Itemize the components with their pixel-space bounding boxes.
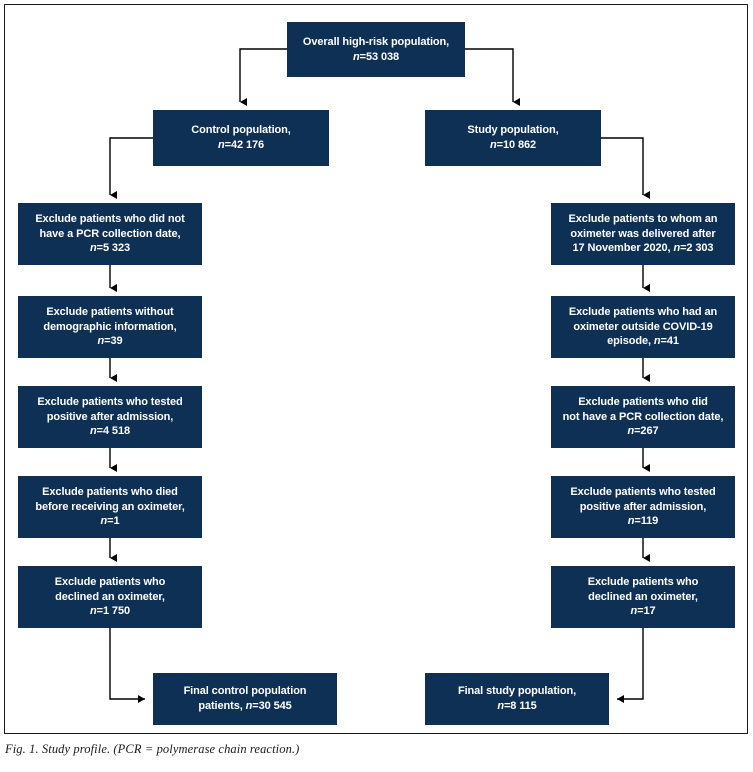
edge-study-to-excl1 [601, 137, 650, 199]
node-study-population: Study population,n=10 862 [425, 110, 601, 166]
node-label: Study population,n=10 862 [467, 124, 559, 151]
node-overall-high-risk-population: Overall high-risk population,n=53 038 [287, 22, 465, 77]
edge-control-excl5-final [109, 628, 145, 703]
figure-caption: Fig. 1. Study profile. (PCR = polymerase… [5, 742, 300, 756]
node-label: Control population,n=42 176 [191, 124, 291, 151]
node-label: Overall high-risk population,n=53 038 [302, 35, 450, 63]
node-label: Final study population,n=8 115 [457, 685, 577, 712]
node-control-population: Control population,n=42 176 [153, 110, 329, 166]
edge-control-to-excl1 [109, 137, 153, 199]
edge-study-excl5-final [617, 628, 644, 703]
edge-overall-to-control [239, 48, 287, 106]
node-final-study-population: Final study population,n=8 115 [425, 673, 609, 725]
edge-overall-to-study [465, 48, 520, 106]
